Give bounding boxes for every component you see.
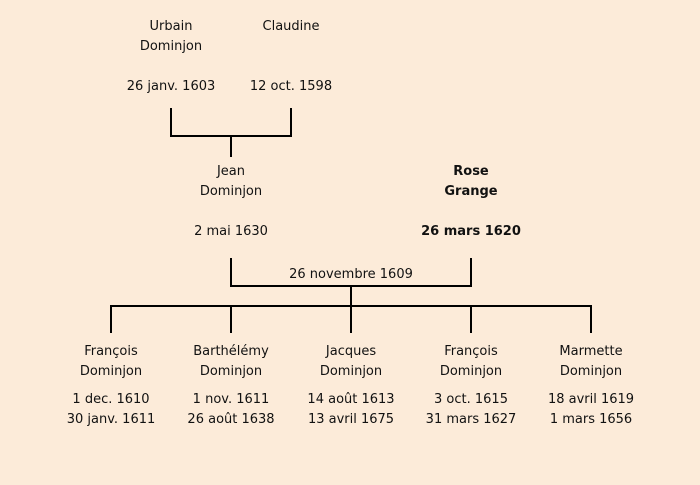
first-name: Claudine (262, 19, 320, 34)
birth-date: 26 janv. 1603 (126, 79, 216, 94)
person-dates: 26 janv. 1603 (96, 77, 246, 97)
person-child-2[interactable]: Barthélémy Dominjon 1 nov. 1611 26 août … (156, 342, 306, 430)
first-name: Jean (216, 164, 246, 179)
person-child-5[interactable]: Marmette Dominjon 18 avril 1619 1 mars 1… (516, 342, 666, 430)
first-name: Rose (453, 164, 489, 179)
birth-date: 2 mai 1630 (194, 224, 268, 239)
birth-date: 18 avril 1619 (547, 392, 635, 407)
birth-date: 26 mars 1620 (421, 224, 521, 239)
person-rose[interactable]: Rose Grange 26 mars 1620 (396, 162, 546, 242)
death-date: 13 avril 1675 (307, 412, 395, 427)
first-name: François (84, 344, 138, 359)
birth-date: 14 août 1613 (307, 392, 395, 407)
person-claudine[interactable]: Claudine 12 oct. 1598 (216, 17, 366, 97)
death-date: 31 mars 1627 (425, 412, 517, 427)
birth-date: 1 dec. 1610 (72, 392, 150, 407)
person-dates: 14 août 1613 13 avril 1675 (276, 390, 426, 430)
person-dates: 12 oct. 1598 (216, 77, 366, 97)
last-name (216, 37, 366, 57)
person-dates: 1 nov. 1611 26 août 1638 (156, 390, 306, 430)
death-date: 26 août 1638 (187, 412, 275, 427)
person-child-1[interactable]: François Dominjon 1 dec. 1610 30 janv. 1… (36, 342, 186, 430)
death-date: 1 mars 1656 (549, 412, 633, 427)
person-jean[interactable]: Jean Dominjon 2 mai 1630 (156, 162, 306, 242)
death-date: 30 janv. 1611 (66, 412, 156, 427)
person-dates: 1 dec. 1610 30 janv. 1611 (36, 390, 186, 430)
person-dates: 26 mars 1620 (396, 222, 546, 242)
person-dates: 3 oct. 1615 31 mars 1627 (396, 390, 546, 430)
person-child-4[interactable]: François Dominjon 3 oct. 1615 31 mars 16… (396, 342, 546, 430)
first-name: Barthélémy (193, 344, 269, 359)
last-name: Grange (444, 184, 498, 199)
first-name: Marmette (559, 344, 623, 359)
person-dates: 2 mai 1630 (156, 222, 306, 242)
last-name: Dominjon (439, 364, 503, 379)
person-urbain[interactable]: Urbain Dominjon 26 janv. 1603 (96, 17, 246, 97)
birth-date: 12 oct. 1598 (249, 79, 333, 94)
first-name: Urbain (149, 19, 193, 34)
last-name: Dominjon (199, 184, 263, 199)
first-name: François (444, 344, 498, 359)
first-name: Jacques (325, 344, 377, 359)
marriage-date: 26 novembre 1609 (289, 267, 413, 282)
last-name: Dominjon (79, 364, 143, 379)
last-name: Dominjon (559, 364, 623, 379)
person-dates: 18 avril 1619 1 mars 1656 (516, 390, 666, 430)
last-name: Dominjon (199, 364, 263, 379)
birth-date: 3 oct. 1615 (434, 392, 508, 407)
last-name: Dominjon (319, 364, 383, 379)
person-child-3[interactable]: Jacques Dominjon 14 août 1613 13 avril 1… (276, 342, 426, 430)
birth-date: 1 nov. 1611 (192, 392, 270, 407)
last-name: Dominjon (139, 39, 203, 54)
